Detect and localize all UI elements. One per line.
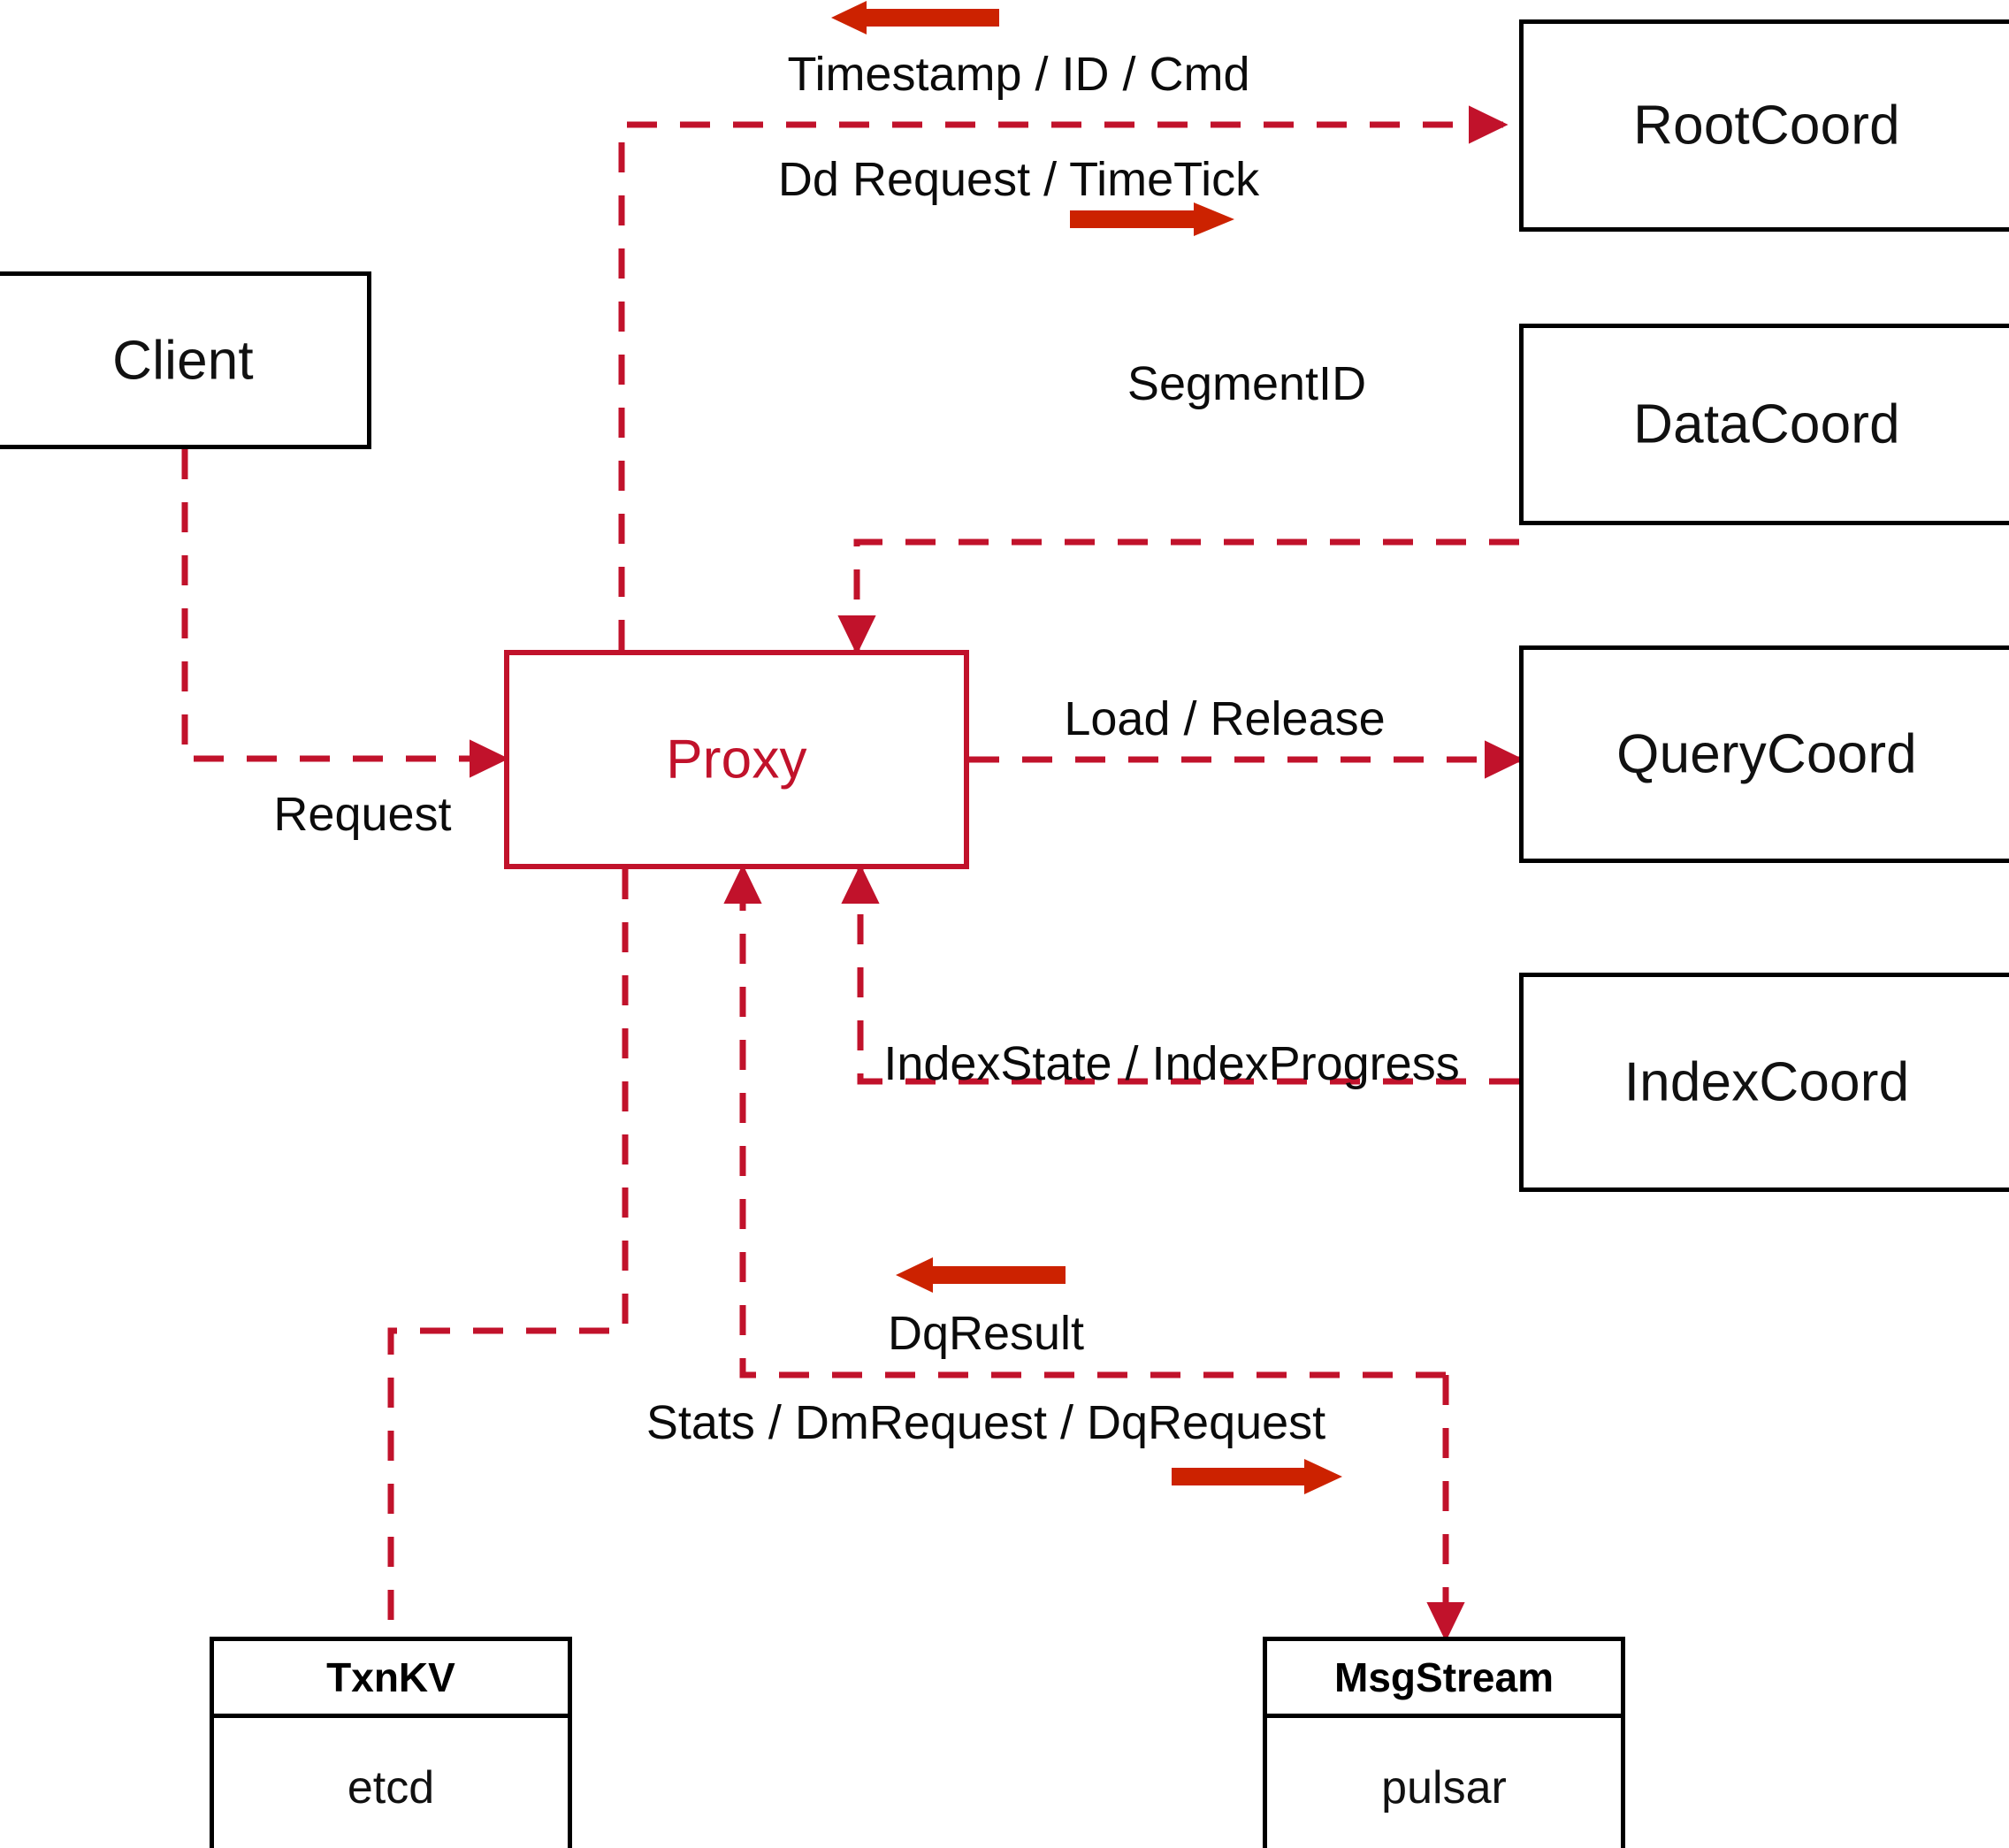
node-client[interactable]: Client	[0, 271, 371, 449]
wire-indexcoord-to-proxy	[841, 864, 1519, 1085]
wire-datacoord-to-proxy	[837, 538, 1519, 655]
edge-label-stats-dm-dq: Stats / DmRequest / DqRequest	[645, 1396, 1326, 1449]
edge-label-timestamp-id-cmd: Timestamp / ID / Cmd	[787, 48, 1250, 101]
edge-label-index-state: IndexState / IndexProgress	[883, 1037, 1460, 1090]
store-txnkv-body: etcd	[347, 1762, 435, 1814]
direction-arrow-timestamp-id-cmd	[831, 1, 999, 34]
wire-msgstream-to-proxy	[723, 864, 1446, 1378]
node-proxy[interactable]: Proxy	[504, 650, 969, 869]
node-querycoord-label: QueryCoord	[1616, 723, 1917, 785]
node-rootcoord[interactable]: RootCoord	[1519, 19, 2009, 232]
store-msgstream-body: pulsar	[1381, 1762, 1507, 1814]
wire-client-to-proxy	[181, 449, 509, 778]
wire-proxy-to-rootcoord	[618, 105, 1509, 650]
node-datacoord[interactable]: DataCoord	[1519, 324, 2009, 525]
edge-label-segment-id: SegmentID	[1127, 357, 1367, 410]
store-txnkv-header: TxnKV	[214, 1641, 568, 1718]
direction-arrow-group	[831, 1, 1342, 1494]
store-msgstream[interactable]: MsgStream pulsar	[1263, 1637, 1625, 1848]
node-proxy-label: Proxy	[666, 729, 807, 790]
node-rootcoord-label: RootCoord	[1633, 95, 1900, 157]
wire-proxy-to-txnkv	[387, 869, 629, 1637]
store-txnkv[interactable]: TxnKV etcd	[210, 1637, 572, 1848]
node-client-label: Client	[112, 330, 254, 391]
edge-label-load-release: Load / Release	[1064, 692, 1386, 745]
edge-label-request: Request	[273, 788, 452, 841]
node-indexcoord[interactable]: IndexCoord	[1519, 973, 2009, 1192]
node-querycoord[interactable]: QueryCoord	[1519, 645, 2009, 863]
edge-label-dd-request-timetick: Dd Request / TimeTick	[777, 153, 1260, 206]
direction-arrow-dd-request-timetick	[1070, 202, 1234, 236]
node-datacoord-label: DataCoord	[1633, 393, 1900, 455]
node-indexcoord-label: IndexCoord	[1623, 1051, 1910, 1113]
direction-arrow-stats-dm-dq	[1172, 1459, 1342, 1494]
edge-label-dq-result: DqResult	[887, 1307, 1085, 1360]
store-msgstream-header: MsgStream	[1267, 1641, 1621, 1718]
direction-arrow-dqresult	[896, 1257, 1066, 1293]
